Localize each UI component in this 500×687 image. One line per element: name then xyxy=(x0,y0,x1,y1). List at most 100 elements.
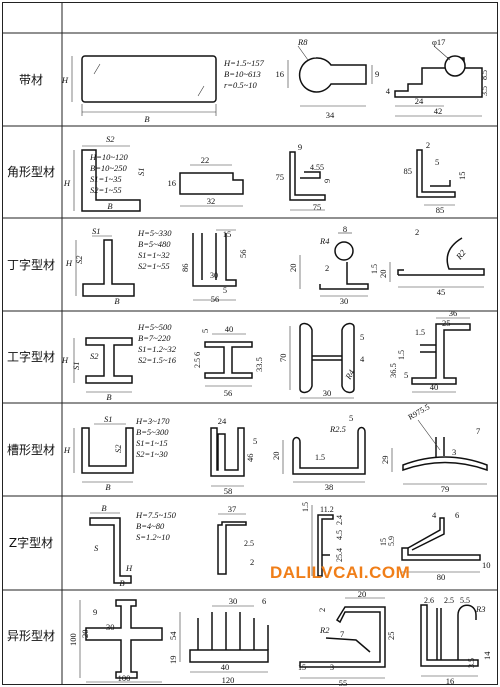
z3-4.5: 4.5 xyxy=(335,530,344,540)
block-22: 22 xyxy=(201,155,210,165)
ibeam2-56: 56 xyxy=(224,388,233,398)
special2-30: 30 xyxy=(229,596,238,606)
row-label-special: 异形型材 xyxy=(7,629,55,643)
z4-4: 4 xyxy=(432,510,437,520)
curve-R2: R2 xyxy=(453,247,468,262)
special4-R3: R3 xyxy=(475,604,485,614)
bulb-30: 30 xyxy=(340,296,349,306)
special4-5.5: 5.5 xyxy=(460,596,470,605)
z2-2.5: 2.5 xyxy=(244,539,254,548)
ibeam3-5: 5 xyxy=(360,332,364,342)
bulb-20: 20 xyxy=(288,264,298,273)
special4-16: 16 xyxy=(446,676,455,686)
special1-100b: 100 xyxy=(118,673,131,683)
keyhole-16: 16 xyxy=(276,69,285,79)
step-4: 4 xyxy=(386,86,391,96)
bulb-R4: R4 xyxy=(319,236,330,246)
channel-formula-2: B=5~300 xyxy=(136,427,169,437)
tee-B: B xyxy=(114,296,119,306)
offset-85: 85 xyxy=(404,166,413,176)
tee2-5: 5 xyxy=(223,286,227,295)
tee-S1: S1 xyxy=(92,226,101,236)
special1-100: 100 xyxy=(68,633,78,646)
ibeam-S1: S1 xyxy=(71,362,81,371)
z-B-top: B xyxy=(101,503,106,513)
row-label-z: Z字型材 xyxy=(9,535,53,550)
row-channel: S1 H S2 B H=3~170 B=5~300 S1=1~15 S2=1~3… xyxy=(63,402,488,496)
channel2-5: 5 xyxy=(253,436,257,446)
special1-20: 20 xyxy=(80,630,90,639)
special1-9: 9 xyxy=(93,607,97,617)
angle-formula-4: S2=1~55 xyxy=(90,185,122,195)
special3-2: 2 xyxy=(317,608,327,612)
row-angle: S2 H B S1 H=10~120 B=10~250 S1=1~35 S2=1… xyxy=(63,134,467,215)
channel-wide-figure: R2.5 5 20 1.5 38 xyxy=(271,413,366,492)
curve-45: 45 xyxy=(437,287,446,297)
curve-2: 2 xyxy=(415,227,419,237)
step-3.5: 3.5 xyxy=(480,86,489,96)
ibeam4-36: 36 xyxy=(449,308,458,318)
ibeam2-6: 6 xyxy=(192,352,202,356)
ibeam2-33.5: 33.5 xyxy=(254,357,264,372)
angle-H: H xyxy=(63,178,71,188)
special3-R2: R2 xyxy=(319,625,330,635)
z-H: H xyxy=(125,563,133,573)
angle-block-figure: 22 16 32 xyxy=(168,155,244,207)
z4-80: 80 xyxy=(437,572,446,582)
curve-20: 20 xyxy=(378,270,388,279)
angle-formula-2: B=10~250 xyxy=(90,163,128,173)
step-8.5: 8.5 xyxy=(480,70,489,80)
lip-5: 5 xyxy=(320,163,324,172)
offset-5: 5 xyxy=(435,157,439,167)
special3-7: 7 xyxy=(340,629,344,639)
special2-120: 120 xyxy=(222,675,235,685)
strip-formula-1: H=1.5~157 xyxy=(223,58,265,68)
ibeam3-30: 30 xyxy=(323,388,332,398)
lip-75: 75 xyxy=(276,172,285,182)
z3-2.4: 2.4 xyxy=(335,515,344,525)
special-cross-figure: 100 9 20 30 100 xyxy=(68,599,163,683)
offset-2: 2 xyxy=(426,140,430,150)
angle-S2: S2 xyxy=(106,134,115,144)
ibeam-sample-figure: 40 5 6 2.5 33.5 56 xyxy=(192,324,264,398)
special3-55: 55 xyxy=(339,678,348,687)
strip-formula-2: B=10~613 xyxy=(224,69,261,79)
ibeam4-25: 25 xyxy=(442,318,451,328)
strip-keyhole-figure: R8 16 9 34 xyxy=(276,37,380,120)
angle-S1: S1 xyxy=(136,168,146,177)
bulb-2: 2 xyxy=(325,263,329,273)
special3-25: 25 xyxy=(386,632,396,641)
offset-85b: 85 xyxy=(436,205,445,215)
ibeam-formula-1: H=5~500 xyxy=(137,322,172,332)
channel4-79: 79 xyxy=(441,484,450,494)
channel3-20: 20 xyxy=(271,452,281,461)
ibeam2-40: 40 xyxy=(225,324,234,334)
channel-general-figure: S1 H S2 B H=3~170 B=5~300 S1=1~15 S2=1~3… xyxy=(63,414,170,492)
row-z: B S H B H=7.5~150 B=4~80 S=1.2~10 37 2.5… xyxy=(89,502,491,591)
special1-30: 30 xyxy=(106,622,115,632)
special2-40: 40 xyxy=(221,662,230,672)
channel2-58: 58 xyxy=(224,486,233,496)
tee2-56: 56 xyxy=(238,250,248,259)
ibeam-B: B xyxy=(106,392,111,402)
channel4-7: 7 xyxy=(476,426,480,436)
special-rail-figure: 2.6 2.5 5.5 R3 3.5 14 16 xyxy=(420,596,492,686)
angle-formula-3: S1=1~35 xyxy=(90,174,122,184)
channel-B: B xyxy=(105,482,110,492)
keyhole-9: 9 xyxy=(375,69,379,79)
z2-2: 2 xyxy=(250,557,254,567)
z-B-bottom: B xyxy=(119,578,124,588)
block-32: 32 xyxy=(207,196,216,206)
channel4-29: 29 xyxy=(380,456,390,465)
tee2-30: 30 xyxy=(210,271,218,280)
channel4-R975.5: R975.5 xyxy=(407,402,432,421)
special3-3: 3 xyxy=(330,663,334,672)
tee-formula-1: H=5~330 xyxy=(137,228,172,238)
channel3-5: 5 xyxy=(349,413,353,423)
row-label-ibeam: 工字型材 xyxy=(7,349,55,364)
special2-6: 6 xyxy=(262,596,266,606)
z-tall-figure: 1.5 11.2 2.4 4.5 25.4 xyxy=(301,502,344,577)
tee-curve-figure: 2 R2 20 45 xyxy=(378,227,485,297)
ibeam-step-figure: 36 25 1.5 1.5 36.5 5 40 xyxy=(388,308,471,393)
